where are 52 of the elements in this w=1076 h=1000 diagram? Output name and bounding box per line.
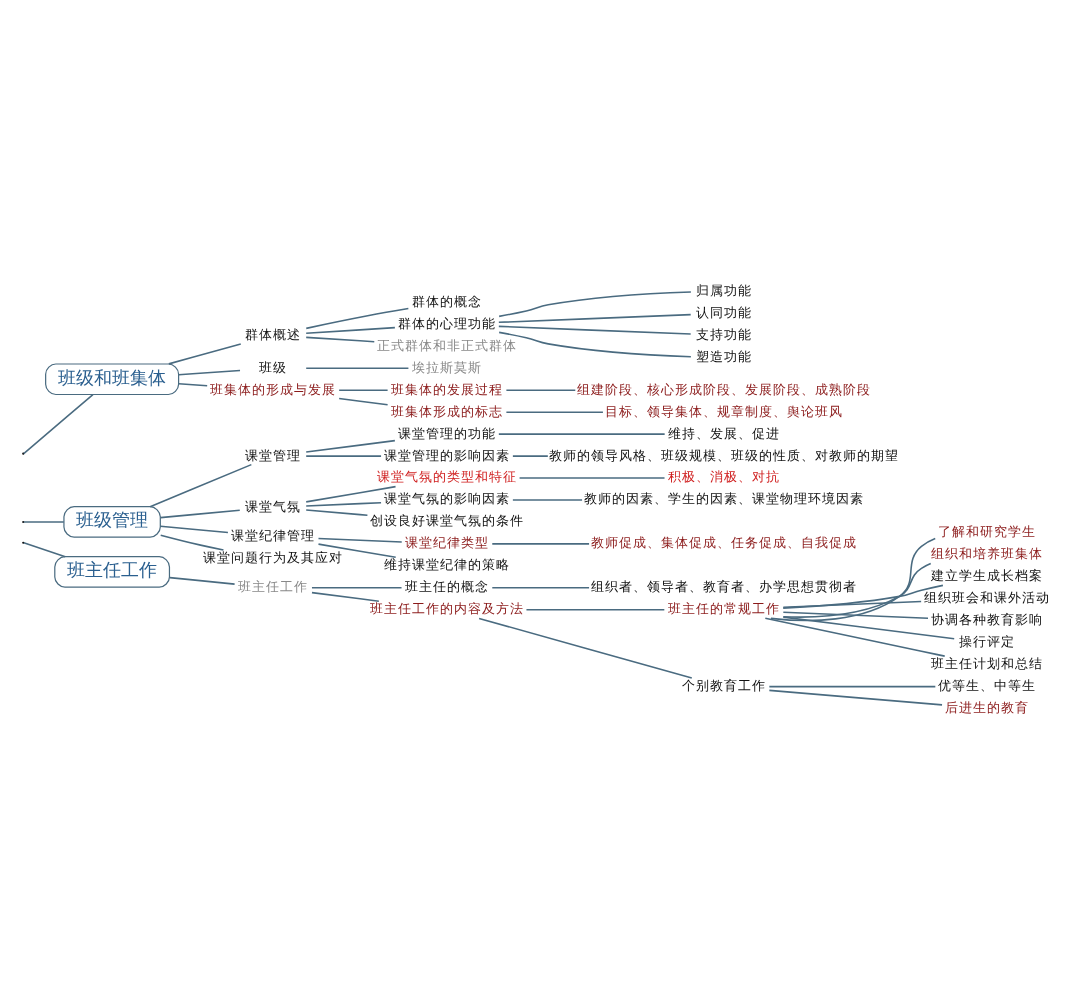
connector [305, 367, 410, 370]
connector [782, 600, 922, 609]
connector [177, 382, 208, 387]
connector [305, 326, 396, 335]
connector [768, 685, 937, 688]
connector [512, 499, 583, 501]
connector [311, 591, 380, 602]
connector [168, 576, 236, 585]
connector [159, 534, 225, 551]
connector [22, 393, 94, 455]
connector [525, 609, 666, 611]
connector [305, 501, 382, 507]
connector [305, 485, 397, 503]
connector [498, 325, 692, 335]
connector [168, 343, 242, 365]
connector [305, 455, 382, 457]
connector [22, 541, 67, 558]
connector [518, 477, 666, 479]
connector [764, 617, 946, 657]
connector [498, 291, 692, 318]
connector [305, 509, 369, 517]
connector [338, 389, 389, 391]
connector [512, 455, 549, 457]
connector [305, 439, 396, 453]
connector [498, 331, 692, 358]
connector [159, 525, 229, 534]
connector [782, 562, 932, 618]
connector [149, 463, 253, 508]
connector [22, 521, 65, 523]
connector [159, 509, 241, 519]
connector [338, 397, 389, 406]
node-box: 班级和班集体 [45, 363, 180, 396]
connector [177, 369, 241, 376]
connector [478, 617, 693, 679]
connector [305, 336, 376, 343]
connector [305, 307, 410, 330]
connector [505, 389, 577, 391]
connector [782, 611, 929, 620]
connector [782, 584, 944, 609]
connector [311, 587, 403, 589]
connector [491, 587, 590, 589]
connector [491, 543, 590, 545]
connector [505, 411, 604, 413]
node-box: 班主任工作 [54, 556, 171, 588]
node-box: 班级管理 [63, 506, 161, 538]
connector [770, 537, 937, 622]
connector [317, 537, 403, 543]
connector [782, 616, 955, 640]
connector [768, 689, 943, 706]
connector [498, 433, 666, 435]
connector [498, 313, 692, 324]
connector [317, 543, 397, 559]
